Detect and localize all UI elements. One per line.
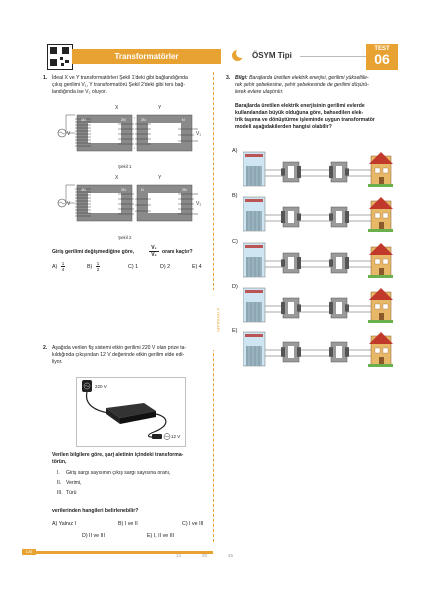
- option-letter[interactable]: C): [232, 239, 238, 245]
- question-3-info: 3. Bilgi: Barajlarda üretilen elektrik e…: [226, 75, 369, 95]
- output-voltage-label: 12 V: [171, 434, 180, 439]
- option-letter[interactable]: D): [232, 284, 238, 290]
- input-voltage-label: 220 V: [95, 384, 107, 389]
- section-title: Transformatörler: [72, 49, 221, 64]
- svg-text:4N: 4N: [81, 118, 86, 122]
- svg-text:2N: 2N: [182, 188, 187, 192]
- question-2-text: 2. Aşağıda verilen fiş sistemi etkin ger…: [43, 345, 187, 365]
- option-c[interactable]: C) I ve III: [182, 521, 204, 527]
- transmission-model-option[interactable]: [243, 241, 393, 281]
- transmission-model-option[interactable]: [243, 150, 393, 190]
- figure-2-caption: Şekil 2: [118, 235, 132, 240]
- figure-1-y-label: Y: [158, 105, 162, 111]
- page-number: 126: [22, 549, 36, 555]
- figure-2-y-label: Y: [158, 175, 162, 181]
- option-e[interactable]: E) 4: [192, 264, 202, 270]
- footer-mark: 20: [202, 553, 208, 558]
- output-connector-icon: [152, 434, 162, 439]
- figure-1-output-voltage: V₁: [196, 131, 201, 137]
- question-3-prompt: Barajlarda üretilen elektrik enerjisinin…: [235, 103, 375, 130]
- question-1-prompt: Giriş gerilimi değişmediğine göre, V₁ V₂…: [52, 245, 193, 258]
- transmission-model-option[interactable]: [243, 286, 393, 326]
- svg-text:2N: 2N: [141, 118, 146, 122]
- qr-code-icon[interactable]: [47, 44, 73, 70]
- question-1-text: 1. İdeal X ve Y transformatörleri Şekil …: [43, 75, 188, 95]
- exam-type-header: ÖSYM Tipi: [228, 47, 370, 65]
- option-e[interactable]: E) I, II ve III: [147, 533, 175, 539]
- option-d[interactable]: D) 2: [160, 264, 171, 270]
- svg-text:2N: 2N: [121, 188, 126, 192]
- figure-2-x-label: X: [115, 175, 119, 181]
- question-2-prompt: Verilen bilgilere göre, şarj aletinin iç…: [52, 452, 184, 465]
- option-letter[interactable]: B): [232, 193, 238, 199]
- figure-1-transformers: X Y V 4N 2N 2N N V₁: [57, 105, 201, 152]
- option-b[interactable]: B) 1 2: [87, 261, 100, 272]
- svg-text:2N: 2N: [121, 118, 126, 122]
- figure-1-caption: Şekil 1: [118, 164, 132, 169]
- charger-figure: 220 V 12 V: [76, 377, 186, 447]
- transmission-model-option[interactable]: [243, 195, 393, 235]
- question-1-options: A) 1 4 B) 1 2 C) 1 D) 2 E) 4: [52, 261, 212, 276]
- figure-1-x-label: X: [115, 105, 119, 111]
- option-c[interactable]: C) 1: [128, 264, 139, 270]
- exam-label: ÖSYM Tipi: [252, 51, 292, 60]
- option-a[interactable]: A) 1 4: [52, 261, 65, 272]
- question-2-items: I.Giriş sargı sayısının çıkış sargı sayı…: [57, 470, 171, 496]
- publisher-side-label: A YAYINLARI: [205, 290, 221, 350]
- option-d[interactable]: D) II ve III: [82, 533, 105, 539]
- option-b[interactable]: B) I ve II: [118, 521, 138, 527]
- test-number-badge: TEST 06: [366, 44, 398, 70]
- svg-text:N: N: [182, 118, 185, 122]
- option-a[interactable]: A) Yalnız I: [52, 521, 76, 527]
- option-letter[interactable]: A): [232, 148, 238, 154]
- figure-2-transformers: X Y V 4N 2N N 2N V₂: [57, 175, 201, 222]
- charger-adapter: [106, 403, 156, 418]
- svg-text:N: N: [141, 188, 144, 192]
- question-2-ask: verilerinden hangileri belirlenebilir?: [52, 508, 139, 514]
- option-letter[interactable]: E): [232, 328, 238, 334]
- transformer-y-core: [136, 114, 193, 152]
- bottom-accent-bar: [22, 551, 213, 554]
- figure-2-input-voltage: V: [67, 201, 71, 207]
- crescent-icon: [232, 48, 246, 61]
- question-2-options-row-1: A) Yalnız I B) I ve II C) I ve III: [52, 521, 212, 529]
- transmission-model-option[interactable]: [243, 330, 393, 370]
- figure-1-input-voltage: V: [67, 131, 71, 137]
- question-2-options-row-2: D) II ve III E) I, II ve III: [52, 533, 212, 541]
- svg-text:4N: 4N: [81, 188, 86, 192]
- footer-mark: 14: [176, 553, 182, 558]
- footer-mark: 45: [228, 553, 234, 558]
- figure-2-output-voltage: V₂: [196, 201, 201, 207]
